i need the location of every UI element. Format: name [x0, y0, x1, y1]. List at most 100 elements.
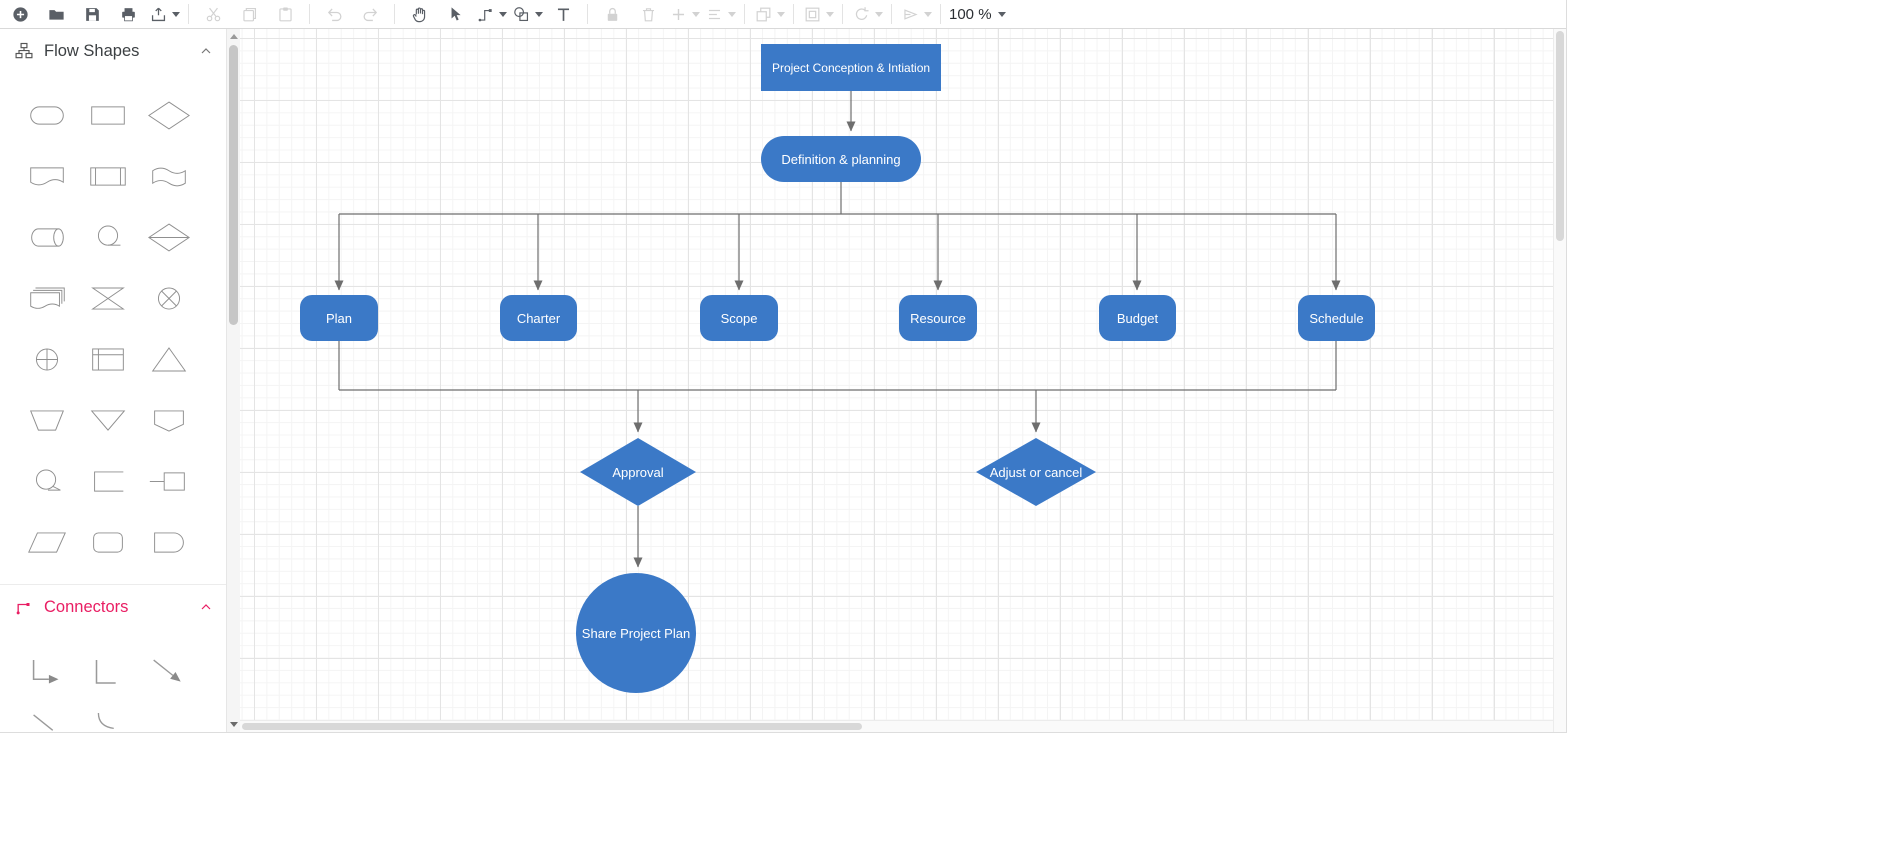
- chevron-up-icon[interactable]: [198, 599, 214, 615]
- diagram-canvas[interactable]: [240, 29, 1554, 720]
- connectors-header[interactable]: Connectors: [0, 585, 226, 629]
- node-label: Charter: [516, 310, 561, 326]
- toolbar-button-connection[interactable]: [473, 1, 509, 27]
- toolbar-button-text[interactable]: [545, 1, 581, 27]
- flow-shapes-label: Flow Shapes: [44, 41, 140, 60]
- palette-shape-extract[interactable]: [138, 329, 199, 390]
- toolbar-button-share[interactable]: [146, 1, 182, 27]
- scroll-down-icon[interactable]: [230, 722, 238, 727]
- palette-shape-stub-rectangle[interactable]: [138, 451, 199, 512]
- flowchart-node-n7[interactable]: Budget: [1099, 295, 1176, 341]
- summing-junction-icon: [157, 287, 180, 310]
- zoom-level-label: 100 %: [949, 5, 992, 23]
- toolbar-button-zoom[interactable]: 100 %: [947, 1, 1006, 27]
- palette-shape-delay[interactable]: [138, 512, 199, 573]
- palette-shape-diagonal-line[interactable]: [16, 699, 77, 732]
- palette-shape-collate[interactable]: [77, 268, 138, 329]
- flowchart-node-n1[interactable]: Project Conception & Intiation: [761, 44, 941, 91]
- palette-shape-open-rectangle[interactable]: [77, 451, 138, 512]
- node-label: Project Conception & Intiation: [771, 60, 931, 75]
- palette-shape-elbow[interactable]: [77, 646, 138, 699]
- palette-shape-manual-operation[interactable]: [16, 390, 77, 451]
- caret-down-icon: [825, 11, 834, 17]
- palette-shape-summing-junction[interactable]: [138, 268, 199, 329]
- toolbar-button-fit-page[interactable]: [800, 1, 836, 27]
- palette-shape-merge[interactable]: [77, 390, 138, 451]
- palette-shape-internal-storage[interactable]: [77, 329, 138, 390]
- flowchart-node-n6[interactable]: Resource: [899, 295, 977, 341]
- toolbar-button-new[interactable]: [2, 1, 38, 27]
- toolbar-button-waypoints[interactable]: [702, 1, 738, 27]
- toolbar-button-rotate[interactable]: [849, 1, 885, 27]
- palette-shape-off-page-connector[interactable]: [138, 390, 199, 451]
- flowchart-node-n8[interactable]: Schedule: [1298, 295, 1375, 341]
- palette-shape-flag[interactable]: [138, 146, 199, 207]
- palette-shape-terminator[interactable]: [16, 85, 77, 146]
- caret-down-icon: [874, 11, 883, 17]
- process-icon: [90, 106, 125, 125]
- toolbar-button-pan[interactable]: [401, 1, 437, 27]
- toolbar-button-save[interactable]: [74, 1, 110, 27]
- flowchart-node-n4[interactable]: Charter: [500, 295, 577, 341]
- flowchart-node-n2[interactable]: Definition & planning: [761, 136, 921, 182]
- palette-shape-loop-limit[interactable]: [77, 207, 138, 268]
- palette-shape-process[interactable]: [77, 85, 138, 146]
- shape-icon: [513, 6, 528, 21]
- node-label: Schedule: [1309, 310, 1364, 326]
- palette-shape-or[interactable]: [16, 329, 77, 390]
- sidebar-scrollbar-thumb[interactable]: [229, 45, 238, 325]
- scroll-up-icon[interactable]: [230, 34, 238, 39]
- toolbar-button-undo[interactable]: [316, 1, 352, 27]
- flowchart-node-n10[interactable]: Adjust or cancel: [976, 438, 1096, 506]
- toolbar-button-copy[interactable]: [231, 1, 267, 27]
- toolbar-separator: [744, 4, 745, 24]
- flow-shapes-header[interactable]: Flow Shapes: [0, 29, 226, 73]
- toolbar-button-lock[interactable]: [594, 1, 630, 27]
- flip-icon: [903, 8, 918, 20]
- toolbar-button-open[interactable]: [38, 1, 74, 27]
- palette-shape-sort[interactable]: [138, 207, 199, 268]
- palette-shape-alternate-process[interactable]: [77, 512, 138, 573]
- chevron-up-icon[interactable]: [198, 43, 214, 59]
- palette-shape-data[interactable]: [16, 512, 77, 573]
- toolbar-button-delete[interactable]: [630, 1, 666, 27]
- toolbar-button-select[interactable]: [437, 1, 473, 27]
- flowchart-node-n9[interactable]: Approval: [580, 438, 696, 506]
- toolbar-button-to-front[interactable]: [751, 1, 787, 27]
- caret-down-icon: [171, 11, 180, 17]
- toolbar-button-shape[interactable]: [509, 1, 545, 27]
- toolbar-button-paste[interactable]: [267, 1, 303, 27]
- print-icon: [121, 7, 135, 21]
- data-icon: [27, 532, 66, 553]
- canvas-vscroll-thumb[interactable]: [1556, 31, 1564, 241]
- palette-shape-magnetic-tape[interactable]: [16, 451, 77, 512]
- palette-shape-curve[interactable]: [77, 699, 138, 732]
- flowchart-node-n3[interactable]: Plan: [300, 295, 378, 341]
- open-icon: [48, 9, 64, 20]
- palette-shape-decision[interactable]: [138, 85, 199, 146]
- toolbar-button-redo[interactable]: [352, 1, 388, 27]
- flowchart-node-n11[interactable]: Share Project Plan: [576, 573, 696, 693]
- add-icon: [672, 8, 684, 20]
- to-front-icon: [756, 7, 770, 21]
- palette-shape-stored-data[interactable]: [16, 207, 77, 268]
- canvas-hscroll-thumb[interactable]: [242, 723, 862, 730]
- flowchart-node-n5[interactable]: Scope: [700, 295, 778, 341]
- node-label: Approval: [612, 464, 664, 480]
- toolbar-button-flip[interactable]: [898, 1, 934, 27]
- toolbar: 100 %: [0, 0, 1566, 29]
- toolbar-button-add[interactable]: [666, 1, 702, 27]
- palette-shape-diagonal-arrow[interactable]: [138, 646, 199, 699]
- canvas-vertical-scrollbar[interactable]: [1553, 29, 1566, 732]
- canvas-horizontal-scrollbar[interactable]: [240, 720, 1553, 732]
- palette-shape-document[interactable]: [16, 146, 77, 207]
- sidebar-scrollbar[interactable]: [226, 29, 240, 732]
- palette-shape-elbow-arrow[interactable]: [16, 646, 77, 699]
- connectors-label: Connectors: [44, 597, 129, 616]
- toolbar-button-print[interactable]: [110, 1, 146, 27]
- toolbar-button-cut[interactable]: [195, 1, 231, 27]
- palette-shape-multi-document[interactable]: [16, 268, 77, 329]
- predefined-process-icon: [89, 167, 126, 186]
- palette-shape-predefined-process[interactable]: [77, 146, 138, 207]
- waypoints-icon: [708, 9, 720, 19]
